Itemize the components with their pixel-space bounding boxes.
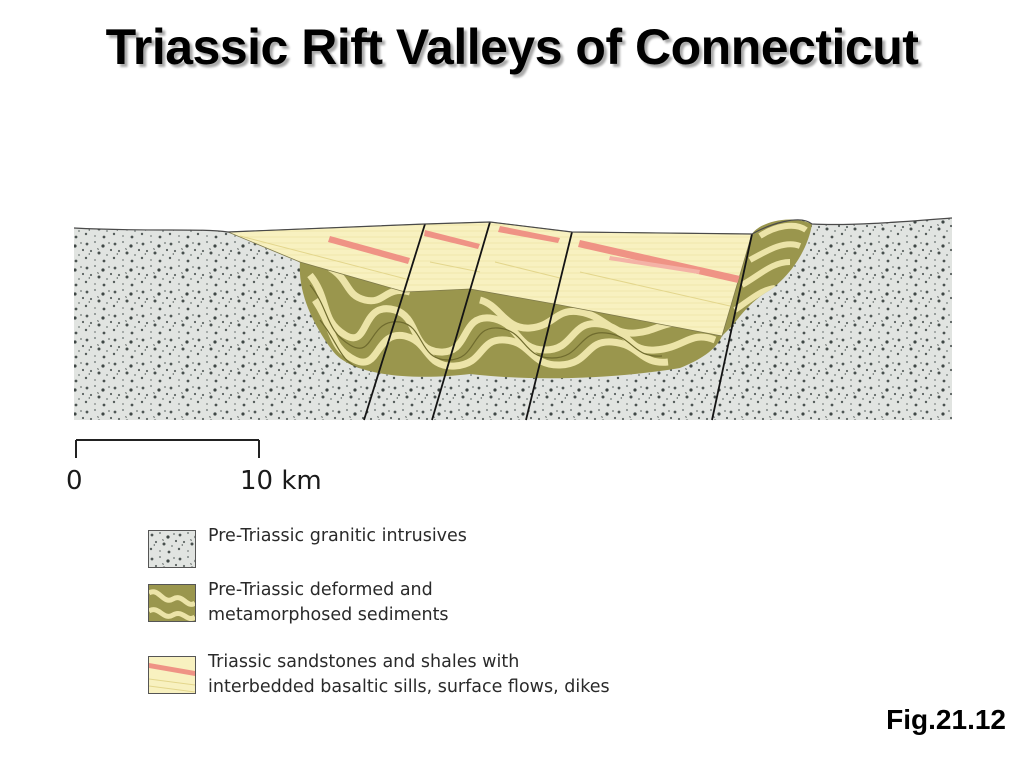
legend-label-metamorphic: Pre-Triassic deformed and metamorphosed … — [208, 580, 449, 625]
figure-label: Fig.21.12 — [886, 704, 1006, 735]
scale-bar — [75, 439, 260, 458]
triassic-swatch — [148, 656, 196, 694]
scale-end-label: 10 km — [240, 466, 322, 496]
legend-label-triassic: Triassic sandstones and shales with inte… — [208, 652, 610, 697]
legend-item-metamorphic: Pre-Triassic deformed and metamorphosed … — [148, 580, 449, 628]
legend-item-granitic: Pre-Triassic granitic intrusives — [148, 526, 467, 568]
triassic-sandstones — [227, 221, 753, 337]
slide-title: Triassic Rift Valleys of Connecticut — [105, 19, 919, 75]
metamorphic-swatch — [148, 584, 196, 622]
scale-start-label: 0 — [66, 466, 83, 496]
legend-label-granitic: Pre-Triassic granitic intrusives — [208, 526, 467, 546]
metamorphic-sediments — [299, 219, 812, 379]
granitic-swatch — [148, 530, 196, 568]
legend-item-triassic: Triassic sandstones and shales with inte… — [148, 652, 610, 700]
ground-surface — [73, 217, 953, 235]
fault-lines — [363, 221, 753, 421]
